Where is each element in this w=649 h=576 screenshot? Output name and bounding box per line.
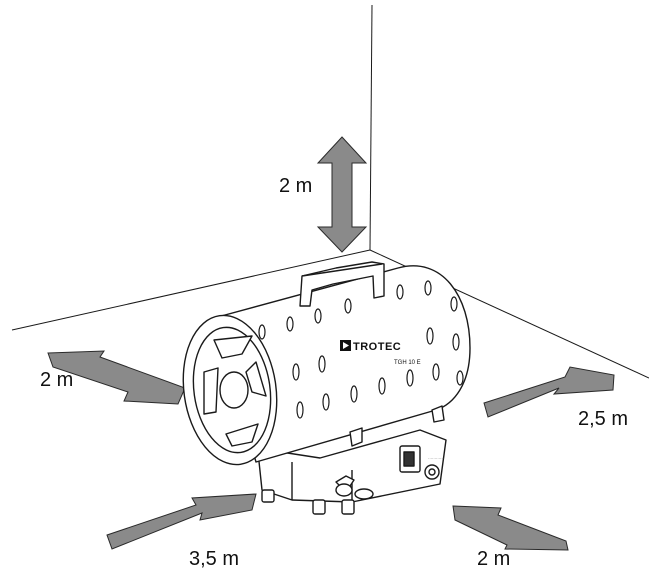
arrow-front-right	[452, 505, 569, 551]
model-name: TGH 10 E	[394, 360, 421, 366]
grille-hub	[219, 371, 249, 409]
ventilation-slots	[258, 280, 464, 419]
distance-label-top: 2 m	[279, 175, 313, 197]
clearance-arrows	[47, 136, 615, 551]
arrow-top-double	[316, 136, 368, 253]
bracket-left	[349, 427, 363, 447]
brand-name: TROTEC	[353, 341, 401, 353]
base-front-panel	[257, 429, 447, 503]
arrow-front-left	[106, 493, 257, 550]
distance-label-right: 2,5 m	[578, 408, 629, 430]
wall-corner-vertical	[369, 4, 373, 251]
switch	[403, 451, 415, 467]
distance-label-front-right: 2 m	[477, 548, 511, 570]
arrow-right	[483, 366, 615, 418]
label-plate	[354, 488, 374, 500]
grille-blades	[203, 335, 267, 447]
brand-logo: TROTEC TGH 10 E	[340, 340, 421, 366]
svg-text:············: ············	[428, 456, 444, 461]
foot-right	[341, 499, 355, 515]
distance-label-left: 2 m	[40, 369, 74, 391]
foot-left	[261, 489, 275, 503]
gas-heater: ············	[182, 261, 471, 515]
distance-label-front-left: 3,5 m	[189, 548, 240, 570]
bracket-right	[431, 405, 445, 423]
heater-base: ············	[257, 429, 447, 515]
arrow-left	[47, 350, 186, 405]
floor-edge-left	[11, 249, 371, 331]
foot-middle	[312, 499, 326, 515]
heater-cylinder	[213, 265, 471, 463]
